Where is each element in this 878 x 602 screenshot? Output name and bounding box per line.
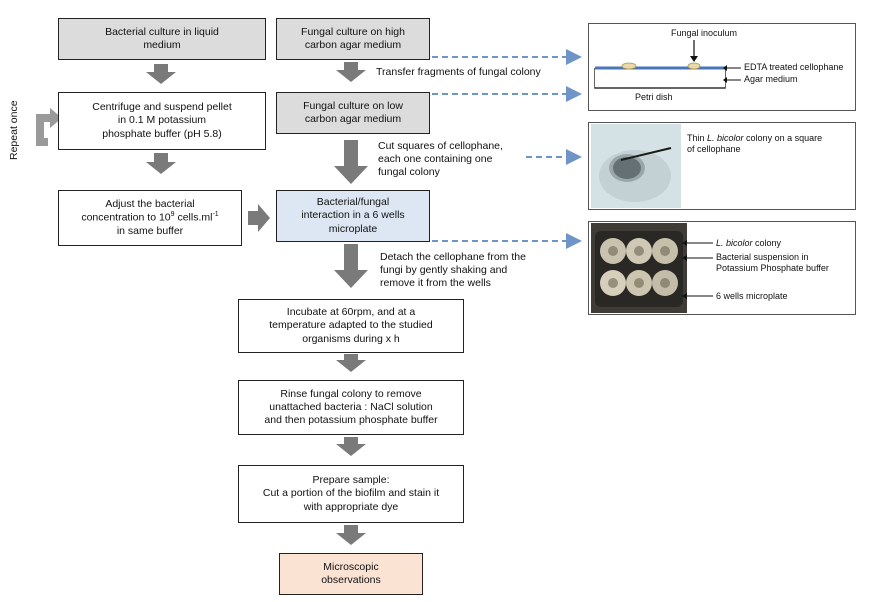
arrow-down-mid-2	[334, 140, 368, 184]
centrifuge-box: Centrifuge and suspend pellet in 0.1 M p…	[58, 92, 266, 150]
arrow-down-mid-1	[336, 62, 366, 82]
cut-cellophane-note: Cut squares of cellophane, each one cont…	[378, 140, 503, 179]
adjust-concentration-box: Adjust the bacterial concentration to 10…	[58, 190, 242, 246]
adjust-line-3: in same buffer	[116, 224, 184, 237]
bacterial-culture-box: Bacterial culture in liquid medium	[58, 18, 266, 60]
adjust-line-2: concentration to 109 cells.ml-1	[81, 211, 219, 224]
agar-medium-label: Agar medium	[744, 74, 798, 84]
arrow-down-left-1	[146, 64, 176, 84]
microplate-pointers	[682, 240, 713, 299]
adjust-line-1: Adjust the bacterial	[105, 198, 195, 211]
transfer-fragments-note: Transfer fragments of fungal colony	[376, 66, 541, 78]
edta-cellophane-label: EDTA treated cellophane	[744, 62, 844, 72]
arrow-down-mid-3	[334, 244, 368, 288]
incubate-box: Incubate at 60rpm, and at a temperature …	[238, 299, 464, 353]
colony-photo-panel: Thin L. bicolor colony on a square of ce…	[588, 122, 856, 210]
petri-dish-label: Petri dish	[635, 92, 673, 102]
bacterial-suspension-label: Bacterial suspension in Potassium Phosph…	[716, 252, 829, 273]
microplate-photo-panel: L. bicolor colony Bacterial suspension i…	[588, 221, 856, 315]
microplate-photo	[591, 223, 687, 313]
prepare-sample-box: Prepare sample: Cut a portion of the bio…	[238, 465, 464, 523]
petri-dish-illustration	[594, 40, 741, 89]
petri-dish-panel: Fungal inoculum EDTA treated cellophane …	[588, 23, 856, 111]
interaction-microplate-box: Bacterial/fungal interaction in a 6 well…	[276, 190, 430, 242]
microscopic-observations-box: Microscopic observations	[279, 553, 423, 595]
arrow-right-to-interaction	[248, 204, 270, 232]
thin-colony-label: Thin L. bicolor colony on a square of ce…	[687, 133, 823, 154]
six-wells-microplate-label: 6 wells microplate	[716, 291, 788, 301]
bicolor-colony-label: L. bicolor colony	[716, 238, 782, 248]
fungal-inoculum-label: Fungal inoculum	[671, 28, 738, 38]
colony-photo	[591, 124, 681, 208]
repeat-once-label: Repeat once	[8, 100, 20, 160]
rinse-colony-box: Rinse fungal colony to remove unattached…	[238, 380, 464, 435]
detach-cellophane-note: Detach the cellophane from the fungi by …	[380, 251, 526, 290]
arrow-down-left-2	[146, 153, 176, 174]
arrow-down-mid-6	[336, 525, 366, 545]
fungal-low-carbon-box: Fungal culture on low carbon agar medium	[276, 92, 430, 134]
arrow-down-mid-5	[336, 437, 366, 456]
fungal-high-carbon-box: Fungal culture on high carbon agar mediu…	[276, 18, 430, 60]
repeat-arrowhead	[50, 108, 62, 128]
repeat-bracket	[36, 114, 52, 146]
arrow-down-mid-4	[336, 354, 366, 372]
